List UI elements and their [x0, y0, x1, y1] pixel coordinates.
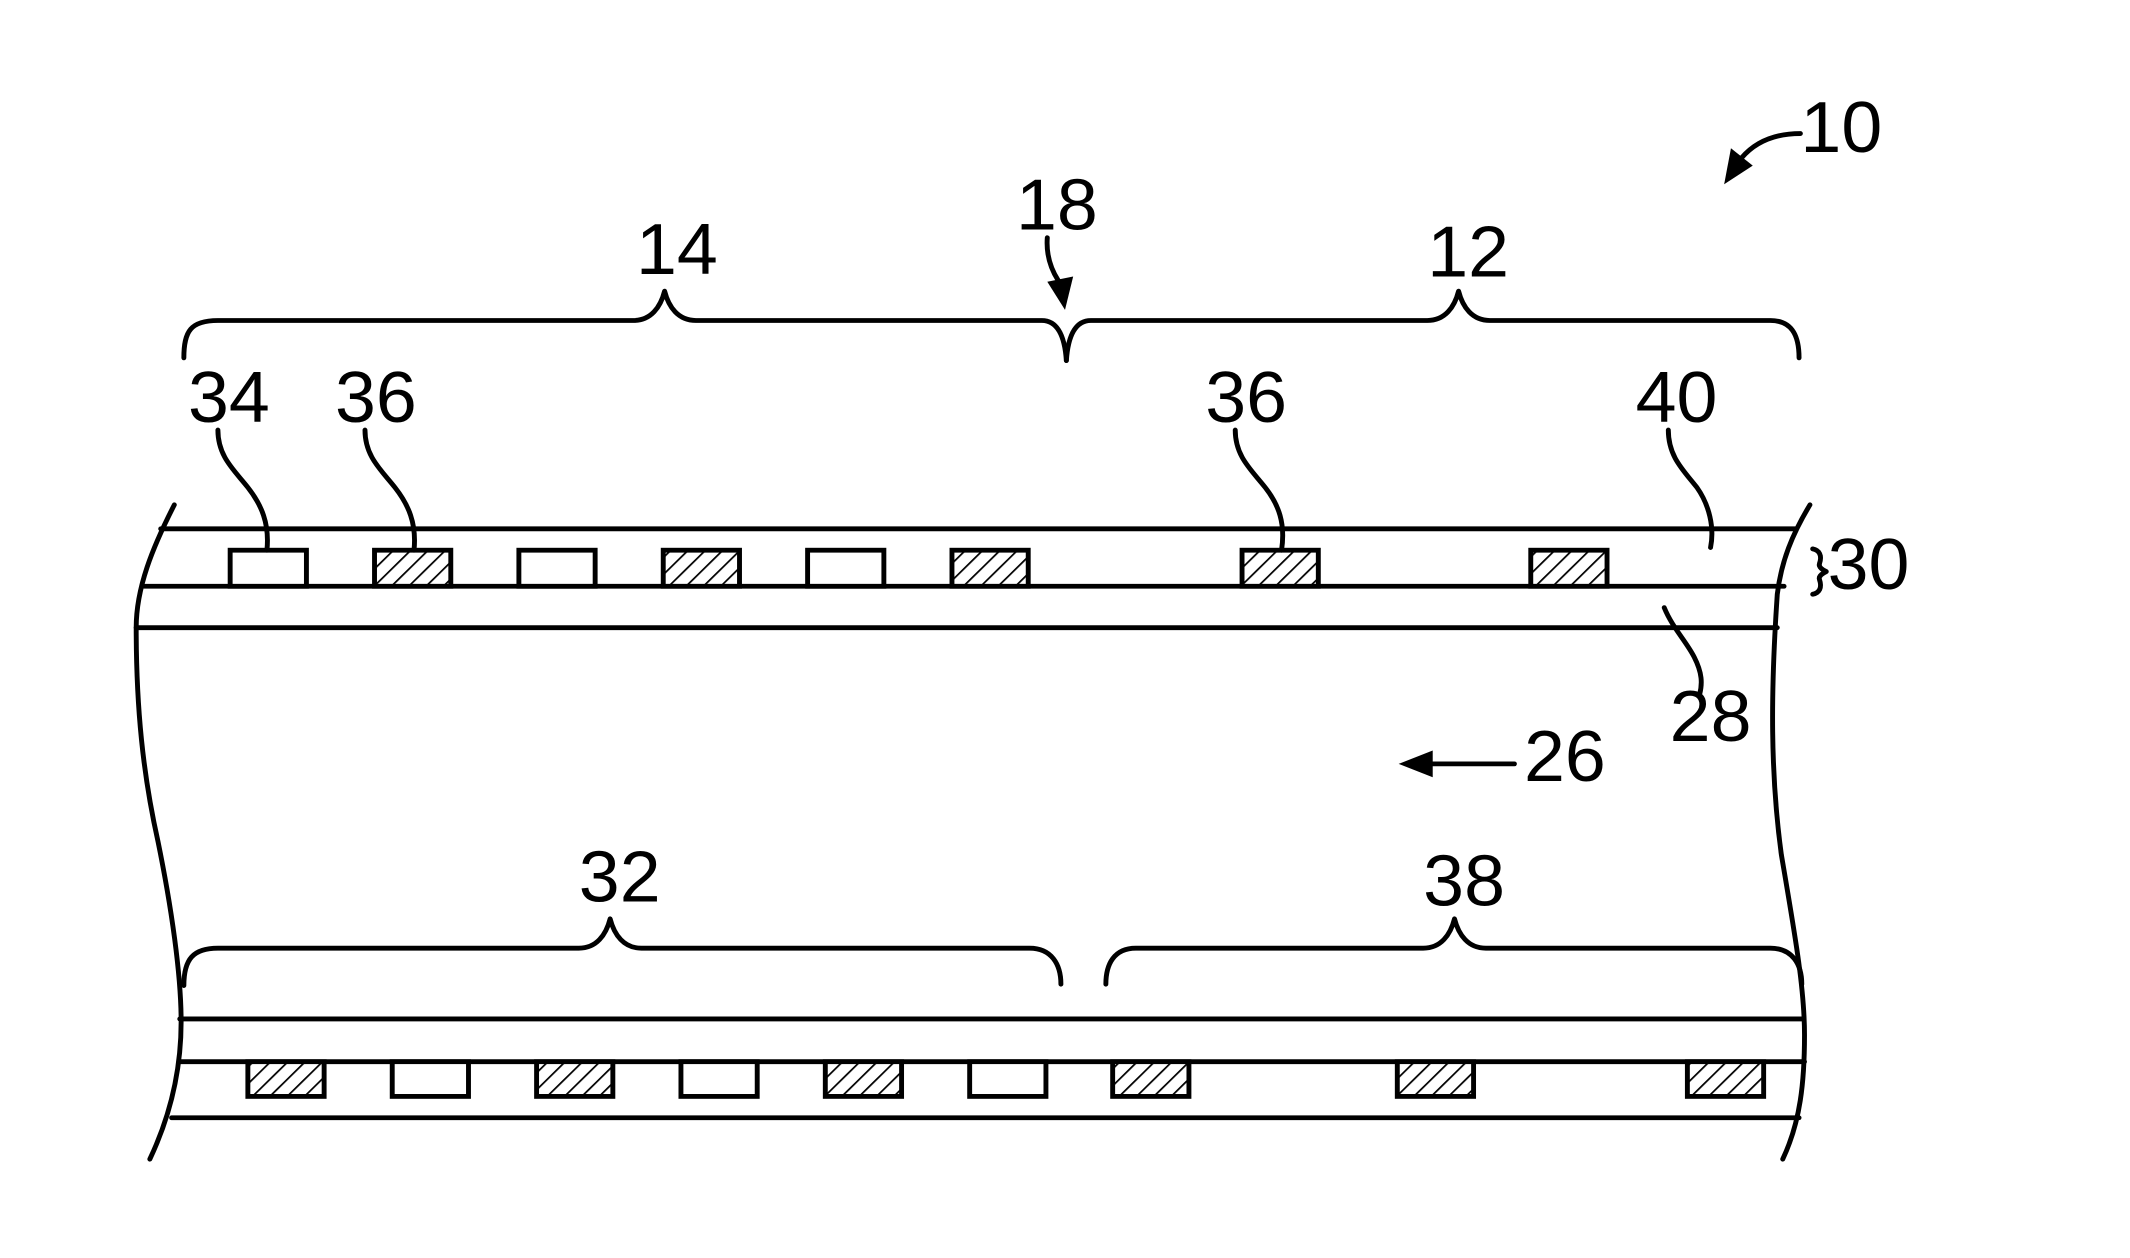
left-break-line: [136, 505, 181, 1159]
bottom-element-hatched: [1687, 1062, 1763, 1097]
leader-36-right: [1235, 430, 1282, 550]
arrow-10-shaft: [1742, 134, 1801, 158]
label-first-section-12: 12: [1427, 212, 1509, 292]
brace-outer-layer: [1813, 549, 1827, 594]
bottom-element-hatched: [537, 1062, 613, 1097]
top-element-hatched: [952, 550, 1028, 586]
top-element-plain: [519, 550, 595, 586]
label-second-section-14: 14: [636, 209, 718, 289]
label-lumen-26: 26: [1524, 717, 1606, 797]
top-element-hatched: [1531, 550, 1607, 586]
bottom-element-hatched: [825, 1062, 901, 1097]
label-device-10: 10: [1800, 88, 1882, 168]
brace-first-section: [1066, 291, 1799, 360]
bottom-element-plain: [681, 1062, 757, 1097]
label-hatched-element-36-right: 36: [1205, 358, 1287, 438]
label-lower-second-section-32: 32: [579, 837, 661, 917]
top-element-hatched: [1242, 550, 1318, 586]
top-element-plain: [808, 550, 884, 586]
bottom-element-plain: [970, 1062, 1046, 1097]
bottom-element-hatched: [1113, 1062, 1189, 1097]
label-junction-18: 18: [1016, 165, 1098, 245]
leader-34: [218, 430, 268, 550]
label-outer-layer-30: 30: [1828, 525, 1910, 605]
label-lower-first-section-38: 38: [1423, 841, 1505, 921]
label-hatched-element-36-left: 36: [335, 358, 417, 438]
top-element-hatched: [663, 550, 739, 586]
label-outer-surface-40: 40: [1636, 358, 1718, 438]
bottom-element-hatched: [248, 1062, 324, 1097]
brace-lower-second-section: [184, 919, 1061, 986]
brace-second-section: [184, 291, 1067, 360]
brace-lower-first-section: [1106, 919, 1802, 984]
top-element-plain: [230, 550, 306, 586]
bottom-element-plain: [392, 1062, 468, 1097]
label-inner-layer-28: 28: [1670, 677, 1752, 757]
label-plain-element-34: 34: [188, 358, 270, 438]
top-element-hatched: [375, 550, 451, 586]
arrow-26-head: [1399, 751, 1433, 778]
bottom-element-hatched: [1397, 1062, 1473, 1097]
leader-36-left: [365, 430, 415, 550]
arrow-18-head: [1047, 276, 1073, 309]
